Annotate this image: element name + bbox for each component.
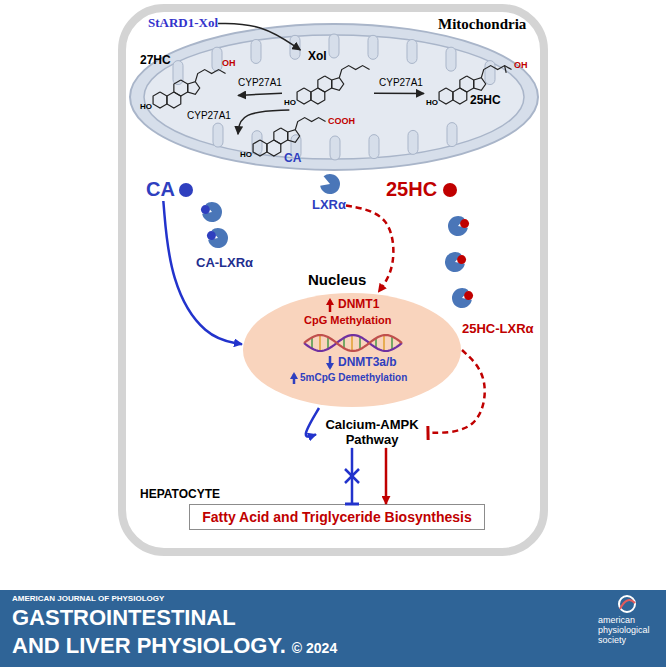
molecule-label: 27HC — [140, 54, 171, 68]
ligand-label: CA — [146, 178, 175, 201]
connector-arrow — [238, 110, 289, 134]
society-name: american physiological society — [598, 616, 660, 646]
organelle-label: Mitochondria — [438, 16, 526, 33]
connector-arrow — [346, 205, 393, 292]
group-label: HO — [426, 98, 438, 107]
molecule-label: 25HC — [470, 94, 501, 108]
molecule-label: CA — [284, 152, 301, 166]
block-cross — [345, 469, 359, 483]
cell-label: HEPATOCYTE — [140, 488, 220, 502]
ligand-label: 25HC — [386, 178, 437, 201]
receptor-node: LXRα — [312, 198, 346, 213]
ligand-node: CA — [146, 178, 175, 201]
complex-node: 25HC-LXRα — [462, 322, 534, 337]
group-label: HO — [240, 150, 252, 159]
molecule: COOH HO CA — [238, 116, 356, 168]
group-label: HO — [284, 98, 296, 107]
molecule-label: Xol — [308, 50, 327, 64]
molecule: 27HC OH HO — [138, 52, 238, 114]
receptor-label: LXRα — [312, 198, 346, 213]
journal-banner — [0, 590, 666, 667]
connector-arrow — [238, 93, 282, 95]
complex-label: CA-LXRα — [196, 256, 253, 271]
protein-label: StARD1-Xol — [148, 16, 218, 31]
enzyme-label: CYP27A1 — [186, 110, 232, 121]
enzyme-label: DNMT3a/b — [338, 356, 397, 370]
nucleus: NucleusDNMT1CpG MethylationDNMT3a/b5mCpG… — [242, 292, 462, 408]
copyright: © 2024 — [292, 641, 337, 656]
connector-arrow — [351, 448, 354, 504]
molecule: XolHO — [282, 50, 374, 110]
molecule: 25HC OH HO — [424, 50, 528, 112]
process-label: 5mCpG Demethylation — [300, 372, 407, 384]
enzyme-label: DNMT1 — [338, 298, 379, 312]
connector-arrow — [374, 92, 424, 94]
connector-arrow — [385, 448, 388, 504]
protein-node: StARD1-Xol — [148, 16, 218, 31]
connector-arrow — [428, 350, 485, 433]
group-label: COOH — [328, 116, 355, 126]
group-label: OH — [514, 60, 528, 70]
enzyme-label: CYP27A1 — [378, 77, 424, 88]
journal-title: GASTROINTESTINAL — [12, 606, 236, 630]
ligand-node: 25HC — [386, 178, 437, 201]
group-label: HO — [140, 102, 152, 111]
enzyme-label: CYP27A1 — [237, 77, 283, 88]
connector-arrow — [163, 201, 242, 344]
mitochondrion: MitochondriaXolHO27HCOHHO25HCOHHOCOOHHOC… — [128, 22, 540, 172]
receptor-icons — [179, 174, 473, 308]
connector-arrow — [218, 23, 300, 50]
pathway-node: Calcium-AMPK Pathway — [316, 418, 428, 448]
organelle-label: Nucleus — [308, 271, 366, 288]
process-label: CpG Methylation — [304, 314, 391, 327]
process-box: Fatty Acid and Triglyceride Biosynthesis — [189, 504, 484, 530]
cell-outline: HEPATOCYTEStARD1-XolMitochondriaXolHO27H… — [118, 4, 548, 556]
complex-node: CA-LXRα — [196, 256, 253, 271]
journal-name: AMERICAN JOURNAL OF PHYSIOLOGY — [12, 595, 164, 604]
complex-label: 25HC-LXRα — [462, 322, 534, 337]
journal-title: AND LIVER PHYSIOLOGY. — [12, 634, 286, 658]
connector-arrow — [306, 408, 319, 437]
pathway-label: Calcium-AMPK Pathway — [316, 418, 428, 448]
process-label: Fatty Acid and Triglyceride Biosynthesis — [202, 509, 471, 525]
group-label: OH — [222, 58, 236, 68]
society-logo — [619, 596, 635, 612]
